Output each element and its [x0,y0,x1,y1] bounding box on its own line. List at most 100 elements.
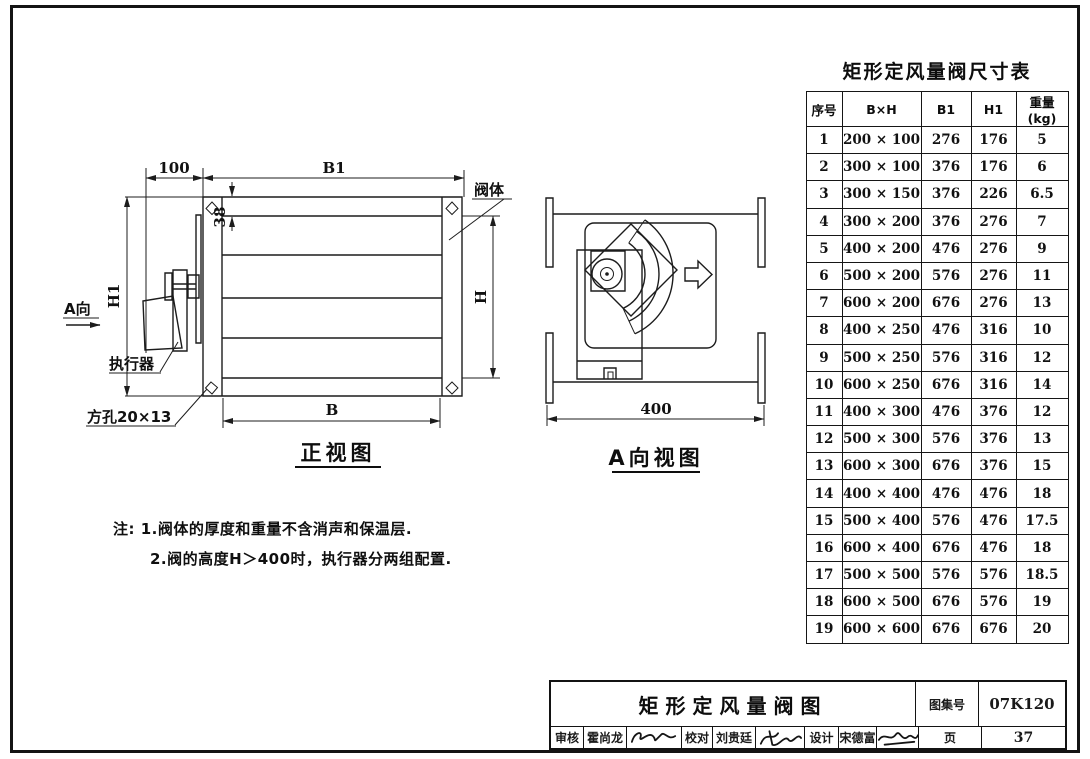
a-view-dimensions: 400 [546,400,765,426]
cell-bxh: 600 × 600 [841,615,922,644]
cell-b1: 576 [920,425,972,454]
review-label: 审核 [551,727,584,748]
cell-h1: 276 [970,234,1017,263]
cell-b1: 576 [920,343,972,372]
valve-body-outline [203,197,462,396]
cell-index: 14 [805,479,843,508]
signature-scribble [757,728,803,748]
view-direction-label: A向 [64,300,91,318]
table-row: 13 600 × 300 676 376 15 [805,452,1069,481]
cell-b1: 676 [920,615,972,644]
cell-b1: 376 [920,207,972,236]
table-row: 16 600 × 400 676 476 18 [805,533,1069,563]
cell-h1: 376 [970,425,1017,454]
cell-weight: 7 [1015,207,1069,236]
square-hole-label: 方孔20×13 [87,408,171,426]
table-row: 10 600 × 250 676 316 14 [805,370,1069,399]
table-row: 11 400 × 300 476 376 12 [805,397,1069,427]
size-table-header-row: 序号 B×H B1 H1 重量(kg) [805,91,1069,127]
cell-weight: 13 [1015,425,1069,454]
cell-h1: 376 [970,397,1017,427]
cell-index: 17 [805,560,843,590]
a-view-drawing: 400 A向视图 [520,170,790,480]
cell-h1: 376 [970,452,1017,481]
cell-index: 9 [805,343,843,372]
duct-flanges [546,198,765,403]
cell-bxh: 600 × 300 [841,452,922,481]
cell-b1: 576 [920,261,972,291]
actuator-label: 执行器 [109,355,155,373]
table-row: 1 200 × 100 276 176 5 [805,125,1069,155]
cell-weight: 10 [1015,316,1069,345]
dim-400: 400 [640,400,671,418]
table-row: 8 400 × 250 476 316 10 [805,316,1069,345]
table-row: 3 300 × 150 376 226 6.5 [805,180,1069,209]
reviewer-name: 霍尚龙 [584,727,627,748]
cell-index: 15 [805,506,843,535]
cell-bxh: 500 × 200 [841,261,922,291]
design-label: 设计 [805,727,839,748]
col-header-index: 序号 [805,91,843,127]
svg-text:A向视图: A向视图 [608,446,703,470]
table-row: 6 500 × 200 576 276 11 [805,261,1069,291]
valve-body-label: 阀体 [474,181,505,199]
table-row: 12 500 × 300 576 376 13 [805,425,1069,454]
front-view-drawing: 100 B1 38 H1 H B 阀体 [55,159,515,483]
cell-weight: 19 [1015,588,1069,617]
dim-H1: H1 [105,284,123,309]
cell-weight: 9 [1015,234,1069,263]
cell-index: 1 [805,125,843,155]
cell-bxh: 500 × 250 [841,343,922,372]
designer-name: 宋德富 [839,727,877,748]
cell-index: 6 [805,261,843,291]
cell-h1: 476 [970,533,1017,563]
cell-weight: 12 [1015,343,1069,372]
valve-side-body [577,223,716,379]
table-row: 14 400 × 400 476 476 18 [805,479,1069,508]
cell-bxh: 600 × 400 [841,533,922,563]
cell-bxh: 600 × 500 [841,588,922,617]
col-header-weight: 重量(kg) [1015,91,1069,127]
cell-b1: 276 [920,125,972,155]
size-table: 矩形定风量阀尺寸表 序号 B×H B1 H1 重量(kg) 1 200 × 10… [804,57,1070,644]
title-block: 矩形定风量阀图 图集号 07K120 审核 霍尚龙 校对 刘贵廷 设计 宋德富 [549,680,1067,750]
cell-b1: 676 [920,370,972,399]
cell-index: 8 [805,316,843,345]
cell-h1: 676 [970,615,1017,644]
table-row: 15 500 × 400 576 476 17.5 [805,506,1069,535]
size-table-body: 1 200 × 100 276 176 5 2 300 × 100 376 17… [805,125,1069,644]
cell-h1: 226 [970,180,1017,209]
cell-index: 7 [805,289,843,318]
cell-weight: 14 [1015,370,1069,399]
cell-index: 3 [805,180,843,209]
page-label: 页 [919,727,982,748]
cell-b1: 676 [920,533,972,563]
cell-weight: 13 [1015,289,1069,318]
cell-h1: 316 [970,316,1017,345]
actuator-outline [143,215,201,351]
cell-weight: 5 [1015,125,1069,155]
dim-B: B [326,401,339,419]
cell-weight: 18.5 [1015,560,1069,590]
cell-h1: 316 [970,343,1017,372]
cell-b1: 576 [920,506,972,535]
cell-h1: 476 [970,506,1017,535]
atlas-number-value: 07K120 [979,682,1065,727]
sheet-border [10,5,1080,753]
table-row: 5 400 × 200 476 276 9 [805,234,1069,263]
dim-38: 38 [211,207,229,228]
cell-h1: 576 [970,588,1017,617]
signature-scribble [629,728,679,748]
flange-hole-icons [206,202,459,394]
cell-index: 19 [805,615,843,644]
table-row: 19 600 × 600 676 676 20 [805,615,1069,644]
cell-bxh: 400 × 200 [841,234,922,263]
cell-bxh: 400 × 250 [841,316,922,345]
cell-index: 12 [805,425,843,454]
note-line-2: 2.阀的高度H＞400时，执行器分两组配置. [150,550,452,568]
cell-weight: 17.5 [1015,506,1069,535]
cell-bxh: 500 × 400 [841,506,922,535]
cell-h1: 316 [970,370,1017,399]
cell-weight: 6 [1015,153,1069,182]
